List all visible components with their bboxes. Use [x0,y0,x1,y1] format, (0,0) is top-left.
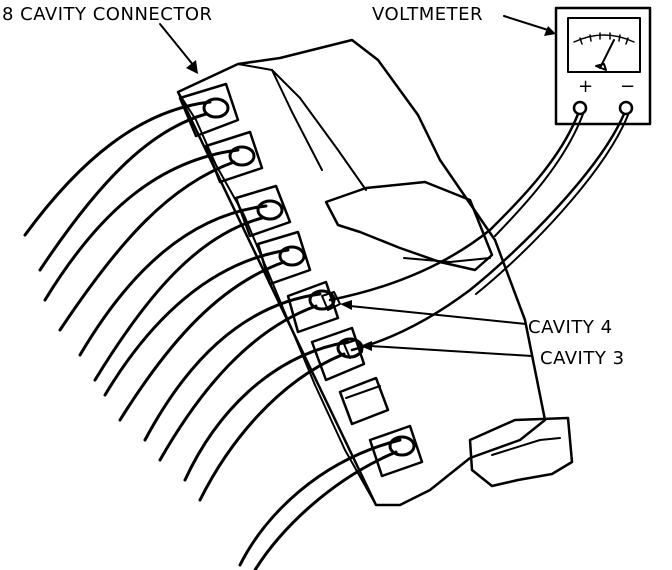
connector-body [176,38,574,507]
cavity-2 [204,130,264,184]
cavity-1 [178,82,240,138]
positive-terminal [572,100,588,116]
probe-tip-cavity3 [343,339,363,359]
minus-terminal-label: − [620,76,636,97]
cavity-openings [178,82,424,478]
cavity-4-label: CAVITY 4 [528,317,613,338]
cavity-8 [368,424,424,478]
probe-leads [321,112,629,359]
connector-label: 8 CAVITY CONNECTOR [2,4,213,25]
voltmeter-label: VOLTMETER [372,4,483,25]
negative-terminal [618,100,634,116]
plus-terminal-label: + [578,76,594,97]
voltmeter: + − [554,6,652,126]
wire-harness [23,100,402,570]
cavity-7-empty [338,376,390,426]
cavity-3-label: CAVITY 3 [540,348,625,369]
callouts [159,15,556,357]
